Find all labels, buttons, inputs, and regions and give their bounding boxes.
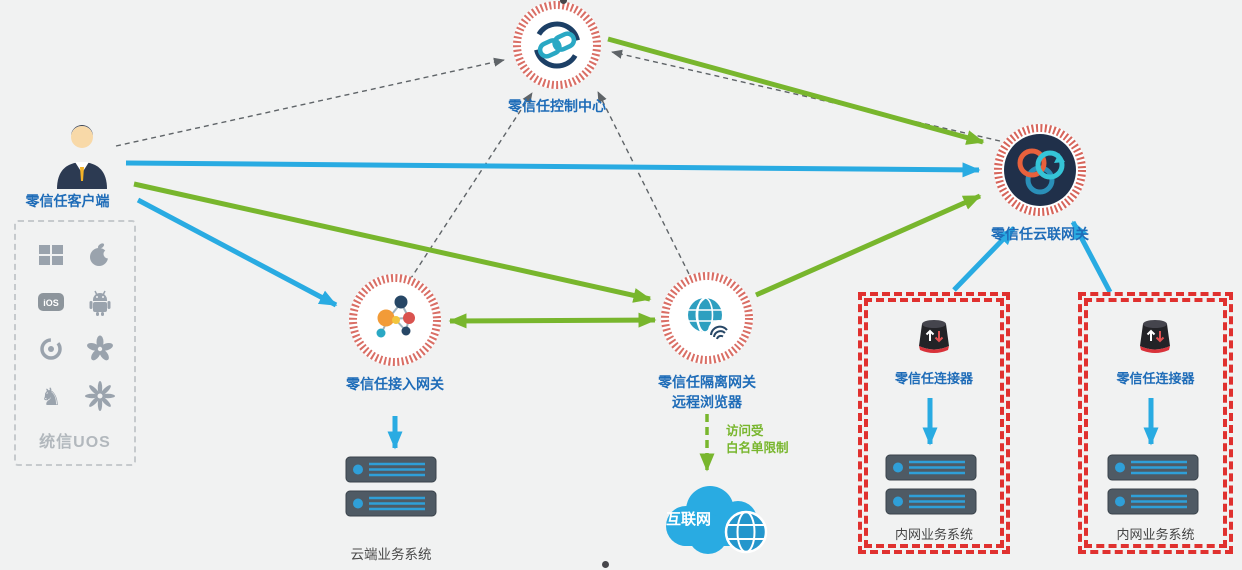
connector-icon <box>919 320 949 353</box>
edge-control-cloudgw <box>607 36 985 145</box>
access-gateway-icon <box>349 274 441 366</box>
linux-swirl-icon <box>39 338 62 360</box>
cloud-gateway-icon <box>994 124 1086 216</box>
os-row <box>26 334 124 364</box>
client-label: 零信任客户端 <box>25 193 110 209</box>
server-icon <box>885 454 977 481</box>
edge-client-accessgw <box>136 197 338 308</box>
edge-isolation-accessgw <box>448 312 657 329</box>
edge-connector1-cloudgw <box>952 226 1016 292</box>
intranet-servers-label: 内网业务系统 <box>894 527 973 542</box>
whitelist-line1: 访问受 <box>726 424 764 438</box>
os-row: ♞ <box>26 381 124 411</box>
isolation-gateway-label: 零信任隔离网关 <box>658 374 756 390</box>
os-row: iOS <box>26 287 124 317</box>
edge-client-isolationgw <box>133 181 652 303</box>
edge-isolation-control <box>597 91 698 291</box>
server-icon <box>345 456 437 483</box>
server-icon <box>345 490 437 517</box>
edge-connector2-cloudgw <box>1070 220 1113 294</box>
isolation-gateway-icon <box>661 272 753 364</box>
svg-text:♞: ♞ <box>40 384 62 411</box>
os-row <box>26 240 124 270</box>
server-icon <box>885 488 977 515</box>
uos-label: 统信UOS <box>39 434 111 451</box>
control-center-icon <box>513 1 601 89</box>
kylin-horse-icon: ♞ <box>40 384 62 411</box>
connector-label: 零信任连接器 <box>894 371 973 386</box>
control-center-label: 零信任控制中心 <box>508 98 606 114</box>
remote-browser-label: 远程浏览器 <box>672 394 742 410</box>
internet-label: 互联网 <box>666 511 712 528</box>
intranet-servers-label: 内网业务系统 <box>1116 527 1195 542</box>
apple-icon <box>89 243 112 266</box>
access-gateway-label: 零信任接入网关 <box>346 376 444 392</box>
edge-client-control <box>115 57 505 147</box>
connector-label: 零信任连接器 <box>1116 371 1195 386</box>
client-os-panel: iOS <box>14 220 136 466</box>
intranet-zone-2: 零信任连接器 内网业务系统 <box>1078 292 1233 554</box>
ios-icon: iOS <box>37 293 64 311</box>
decorative-dot <box>560 0 567 4</box>
svg-text:iOS: iOS <box>43 298 59 308</box>
internet-cloud-icon <box>666 486 768 554</box>
huawei-flower-icon <box>84 381 115 411</box>
edge-cloud-control <box>611 49 1001 142</box>
windows-icon <box>38 245 63 265</box>
intranet-zone-1: 零信任连接器 内网业务系统 <box>858 292 1010 554</box>
pinwheel-flower-icon <box>86 335 113 361</box>
connector-icon <box>1140 320 1170 353</box>
whitelist-note: 访问受 白名单限制 <box>726 423 789 457</box>
whitelist-line2: 白名单限制 <box>726 441 789 455</box>
android-icon <box>89 290 110 316</box>
server-icon <box>1107 454 1199 481</box>
edge-isolation-cloudgw <box>754 193 982 298</box>
server-icon <box>1107 488 1199 515</box>
cloud-servers-label: 云端业务系统 <box>350 547 432 562</box>
edge-client-cloudgw <box>125 160 981 178</box>
decorative-dot <box>602 561 609 568</box>
cloud-gateway-label: 零信任云联网关 <box>991 226 1089 242</box>
edge-access-control <box>399 92 533 296</box>
client-user-icon <box>57 125 107 189</box>
